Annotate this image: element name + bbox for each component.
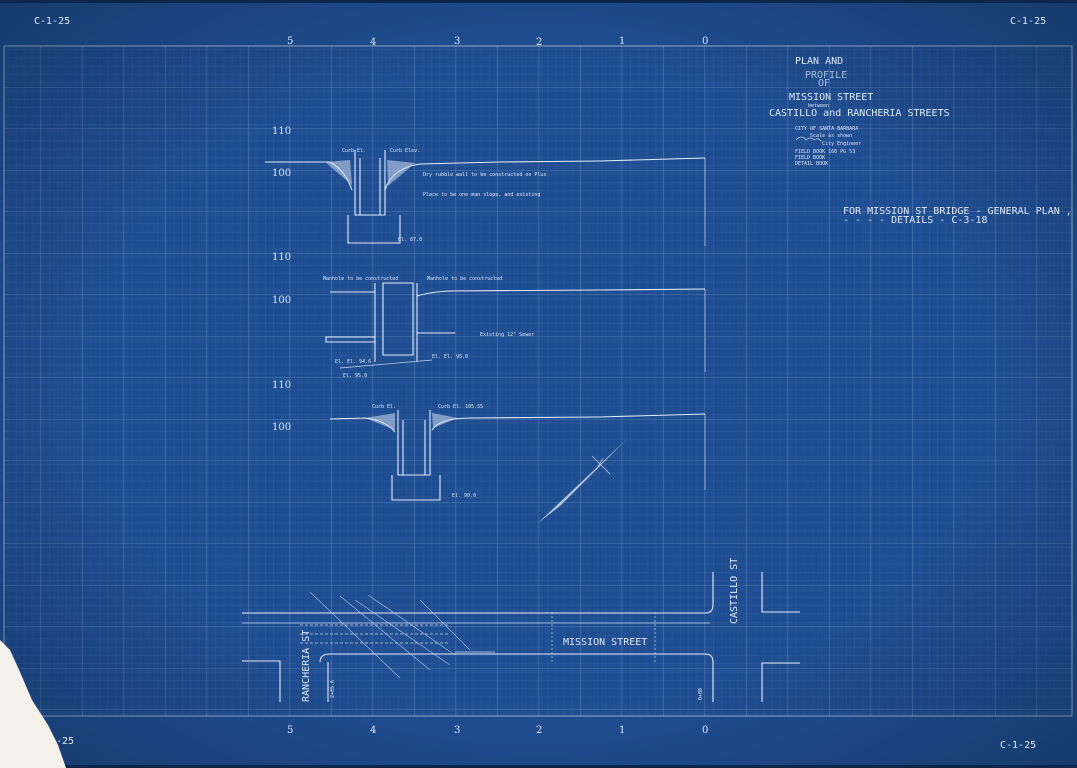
title-line: FIELD BOOK 166 PG 53	[795, 149, 855, 155]
profile-note: El. El. 94.6	[335, 359, 371, 365]
title-line: Scale as shown	[810, 133, 852, 139]
reference-note: FOR MISSION ST BRIDGE - GENERAL PLAN , S…	[843, 206, 1077, 217]
profile-note: Existing 12" Sewer	[480, 332, 534, 338]
elevation-label: 100	[272, 422, 291, 433]
station-label-left: 2+85.6	[330, 680, 336, 698]
station-label: 1	[619, 725, 625, 736]
elevation-label: 110	[272, 126, 291, 137]
profile-section-1: 110 100 Curb El. Curb Elev. Dry rubble w…	[265, 126, 706, 246]
title-line: PROFILE	[805, 70, 847, 81]
elevation-label: 100	[272, 168, 291, 179]
station-label: 2	[536, 37, 542, 48]
profile-note: Dry rubble wall to be constructed on Plu…	[423, 172, 546, 178]
profile-note: Curb El.	[342, 148, 366, 154]
sheet-number-top-left: C-1-25	[34, 16, 70, 27]
profile-note: El. 95.0	[343, 373, 367, 379]
station-scale-bottom: 5 4 3 2 1 0	[287, 725, 708, 736]
profile-note: Curb El.	[372, 404, 396, 410]
profile-section-2: 110 100 Manhole to be constructed Manhol…	[272, 252, 706, 379]
profile-note: El. 87.0	[398, 237, 422, 243]
profile-note: Place to be one man slope, and existing	[423, 192, 540, 198]
title-block: PLAN AND PROFILE OF MISSION STREET betwe…	[769, 56, 950, 167]
plan-view: MISSION STREET RANCHERIA ST CASTILLO ST …	[242, 558, 800, 702]
elevation-label: 100	[272, 295, 291, 306]
sheet-number-bottom-left: -25	[56, 736, 74, 747]
pencil-mark	[538, 438, 628, 523]
station-label: 4	[370, 37, 376, 48]
station-label: 0	[702, 725, 708, 736]
profile-note: Manhole to be constructed	[323, 276, 398, 282]
title-line: between	[808, 103, 829, 109]
title-line: City Engineer	[822, 141, 861, 147]
title-line: FIELD BOOK	[795, 155, 825, 161]
title-line: PLAN AND	[795, 56, 843, 67]
profile-note: Curb El. 105.55	[438, 404, 483, 410]
street-label-castillo: CASTILLO ST	[729, 558, 740, 624]
station-scale-top: 5 4 3 2 1 0	[287, 36, 708, 48]
profile-note: Curb Elev.	[390, 148, 420, 154]
title-line: MISSION STREET	[789, 92, 873, 103]
station-label: 1	[619, 36, 625, 47]
profile-section-3: 110 100 Curb El. Curb El. 105.55 El. 90.…	[272, 380, 706, 501]
profile-note: Manhole to be constructed	[427, 276, 502, 282]
elevation-label: 110	[272, 252, 291, 263]
title-line: CASTILLO and RANCHERIA STREETS	[769, 108, 950, 119]
station-label: 5	[287, 725, 293, 736]
street-label-rancheria: RANCHERIA ST	[301, 630, 312, 702]
station-label-right: 0+00	[698, 688, 704, 700]
profile-note: El. El. 95.0	[432, 354, 468, 360]
elevation-label: 110	[272, 380, 291, 391]
engineer-signature	[795, 136, 822, 142]
reference-note: - - - - DETAILS - C-3-18	[843, 215, 988, 226]
station-label: 0	[702, 36, 708, 47]
title-line: DETAIL BOOK	[795, 161, 828, 167]
station-label: 4	[370, 725, 376, 736]
station-label: 2	[536, 725, 542, 736]
sheet-number-bottom-right: C-1-25	[1000, 740, 1036, 751]
torn-corner	[0, 640, 66, 768]
profile-note: El. 90.0	[452, 493, 476, 499]
station-label: 3	[454, 36, 460, 47]
street-label-mission: MISSION STREET	[563, 637, 647, 648]
station-label: 5	[287, 36, 293, 47]
title-line: CITY OF SANTA BARBARA	[795, 126, 858, 132]
sheet-number-top-right: C-1-25	[1010, 16, 1046, 27]
title-line: OF	[818, 78, 830, 89]
station-label: 3	[454, 725, 460, 736]
